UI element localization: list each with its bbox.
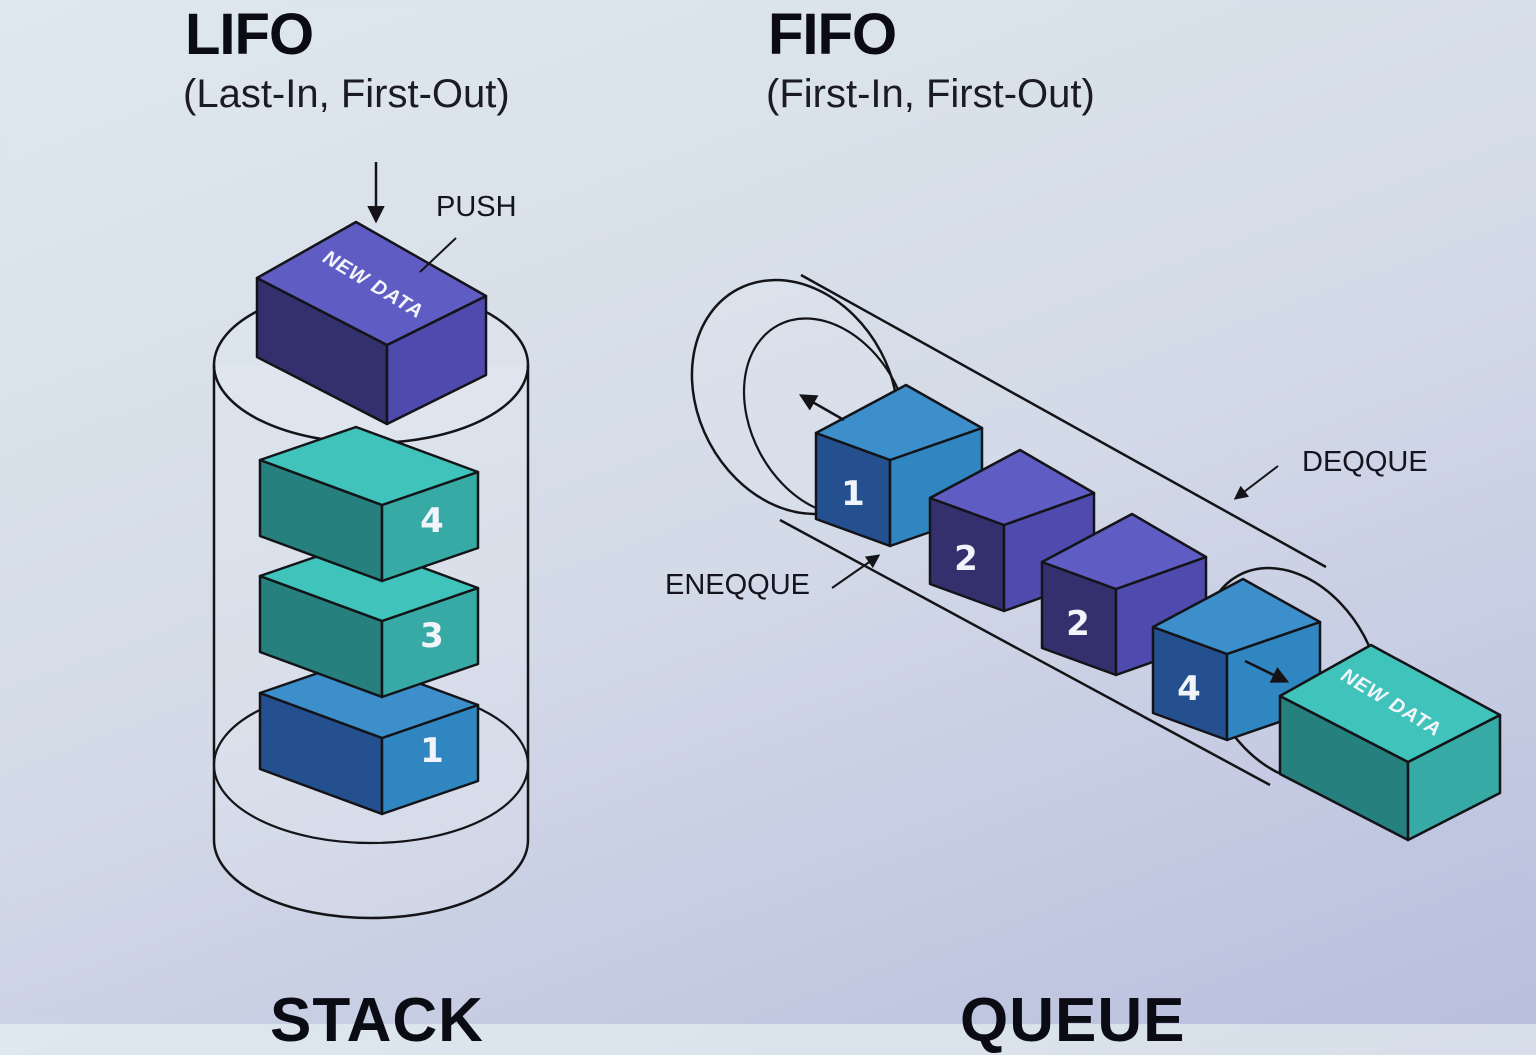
dequeue-out-arrow xyxy=(798,394,845,422)
lifo-title: LIFO xyxy=(185,2,314,67)
queue-block-1-label: 1 xyxy=(841,474,865,514)
fifo-title: FIFO xyxy=(768,2,897,67)
queue-block-3-label: 2 xyxy=(1066,604,1090,644)
queue-block-2-label: 2 xyxy=(954,539,978,579)
queue-block-1: 1 xyxy=(814,383,984,548)
stack-block-4-label: 4 xyxy=(420,501,444,541)
diagram-canvas: 1 3 4 NEW DATA xyxy=(212,162,1502,920)
enqueue-pointer-arrow xyxy=(831,554,881,589)
queue-new-data-block: NEW DATA xyxy=(1278,643,1502,842)
stack-new-data-block: NEW DATA xyxy=(255,220,488,426)
stack-block-1: 1 xyxy=(258,658,480,816)
fifo-subtitle: (First-In, First-Out) xyxy=(766,72,1095,116)
stack-block-1-label: 1 xyxy=(420,731,444,771)
push-label: PUSH xyxy=(436,191,517,223)
lifo-subtitle: (Last-In, First-Out) xyxy=(183,72,510,116)
stack-block-3-label: 3 xyxy=(420,616,444,656)
enqueue-label: ENEQQUE xyxy=(665,569,811,601)
enqueue-in-arrow xyxy=(1244,659,1290,683)
stack-block-3: 3 xyxy=(258,541,480,699)
queue-diagram: 1 2 2 4 NEW DATA xyxy=(690,273,1502,842)
stack-diagram: 1 3 4 NEW DATA xyxy=(212,162,530,920)
push-leader-line xyxy=(419,237,457,273)
dequeue-label: DEQQUE xyxy=(1302,446,1428,478)
stack-block-4: 4 xyxy=(258,425,480,583)
dequeue-pointer-arrow xyxy=(1233,465,1279,500)
queue-footer-label: QUEUE xyxy=(960,986,1186,1055)
queue-block-3: 2 xyxy=(1040,512,1208,677)
queue-block-4-label: 4 xyxy=(1177,669,1201,709)
stack-footer-label: STACK xyxy=(270,986,484,1055)
